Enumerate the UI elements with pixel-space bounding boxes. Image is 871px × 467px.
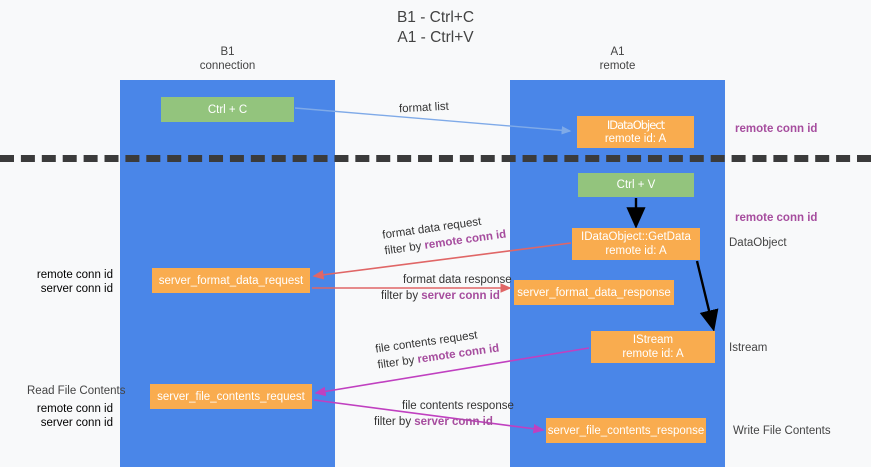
node-fmt-req-label: server_format_data_request: [158, 274, 304, 287]
node-istream-label: IStream: [632, 334, 674, 346]
node-server-format-data-request[interactable]: server_format_data_request: [152, 268, 310, 293]
edge-file-resp-line2: filter by server conn id: [374, 414, 514, 430]
node-server-file-contents-response[interactable]: server_file_contents_response: [546, 418, 706, 443]
annotation-conn-ids-mid: remote conn id server conn id: [18, 268, 113, 296]
annotation-read-file-contents-text: Read File Contents: [27, 385, 126, 397]
node-idataobject-sub: remote id: A: [604, 133, 667, 145]
edge-fmt-resp-line2: filter by server conn id: [381, 288, 512, 304]
annotation-remote-conn-id-top: remote conn id: [735, 122, 817, 136]
title-line-2: A1 - Ctrl+V: [397, 29, 474, 46]
node-idataobject-getdata[interactable]: IDataObject::GetData remote id: A: [572, 228, 700, 260]
node-idataobject[interactable]: IDataObject remote id: A: [577, 116, 694, 148]
edge-label-format-data-response: format data response filter by server co…: [381, 272, 512, 304]
annotation-remote-conn-id-left-bottom: remote conn id: [36, 403, 113, 415]
annotation-read-file-contents: Read File Contents: [27, 384, 125, 398]
annotation-conn-ids-bottom: remote conn id server conn id: [18, 402, 113, 430]
edge-label-format-list: format list: [399, 99, 450, 118]
edge-label-format-data-request: format data request filter by remote con…: [381, 211, 507, 260]
node-getdata-label: IDataObject::GetData: [581, 231, 691, 243]
page-title: B1 - Ctrl+C A1 - Ctrl+V: [0, 8, 871, 48]
column-b1-name: B1: [220, 46, 235, 58]
node-istream-sub: remote id: A: [622, 348, 684, 360]
edge-file-resp-line1: file contents response: [402, 400, 514, 412]
edge-label-file-contents-response: file contents response filter by server …: [374, 398, 514, 430]
section-divider: [0, 155, 871, 162]
annotation-dataobject: DataObject: [729, 236, 787, 250]
annotation-remote-conn-id-top-text: remote conn id: [735, 123, 818, 135]
title-line-1: B1 - Ctrl+C: [396, 9, 475, 26]
node-fmt-resp-label: server_format_data_response: [517, 286, 671, 299]
annotation-remote-conn-id-mid-text: remote conn id: [735, 212, 818, 224]
edge-file-resp-prefix: filter by: [374, 416, 415, 428]
node-file-resp-label: server_file_contents_response: [547, 424, 705, 437]
edge-fmt-resp-line1: format data response: [403, 274, 512, 286]
node-server-file-contents-request[interactable]: server_file_contents_request: [150, 384, 312, 409]
node-idataobject-label: IDataObject: [606, 118, 665, 132]
annotation-dataobject-text: DataObject: [729, 237, 787, 249]
column-a1-name: A1: [610, 46, 625, 58]
annotation-remote-conn-id-mid: remote conn id: [735, 211, 817, 225]
node-ctrl-v-label: Ctrl + V: [616, 179, 656, 191]
edge-file-req-prefix: filter by: [376, 353, 419, 372]
column-header-b1: B1 connection: [120, 45, 335, 73]
node-ctrl-c-label: Ctrl + C: [207, 103, 248, 116]
node-istream[interactable]: IStream remote id: A: [591, 331, 715, 363]
column-header-a1: A1 remote: [510, 45, 725, 73]
node-server-format-data-response[interactable]: server_format_data_response: [514, 280, 674, 305]
annotation-write-file-contents-text: Write File Contents: [733, 425, 831, 437]
annotation-istream-text: Istream: [729, 342, 768, 354]
node-getdata-sub: remote id: A: [605, 245, 667, 257]
annotation-remote-conn-id-left-mid: remote conn id: [36, 269, 113, 281]
edge-fmt-req-prefix: filter by: [383, 239, 426, 258]
edge-file-resp-key: server conn id: [414, 416, 493, 428]
edge-fmt-resp-prefix: filter by: [381, 290, 422, 302]
annotation-server-conn-id-left-mid: server conn id: [40, 283, 113, 295]
node-file-req-label: server_file_contents_request: [157, 390, 305, 403]
edge-label-file-contents-request: file contents request filter by remote c…: [374, 325, 500, 374]
node-ctrl-c[interactable]: Ctrl + C: [161, 97, 294, 122]
column-a1-role: remote: [599, 60, 636, 72]
annotation-write-file-contents: Write File Contents: [733, 424, 831, 438]
column-b1-role: connection: [199, 60, 256, 72]
annotation-server-conn-id-left-bottom: server conn id: [40, 417, 113, 429]
edge-format-list-line1: format list: [398, 100, 450, 116]
edge-fmt-resp-key: server conn id: [421, 290, 500, 302]
annotation-istream: Istream: [729, 341, 767, 355]
node-ctrl-v[interactable]: Ctrl + V: [578, 173, 694, 197]
